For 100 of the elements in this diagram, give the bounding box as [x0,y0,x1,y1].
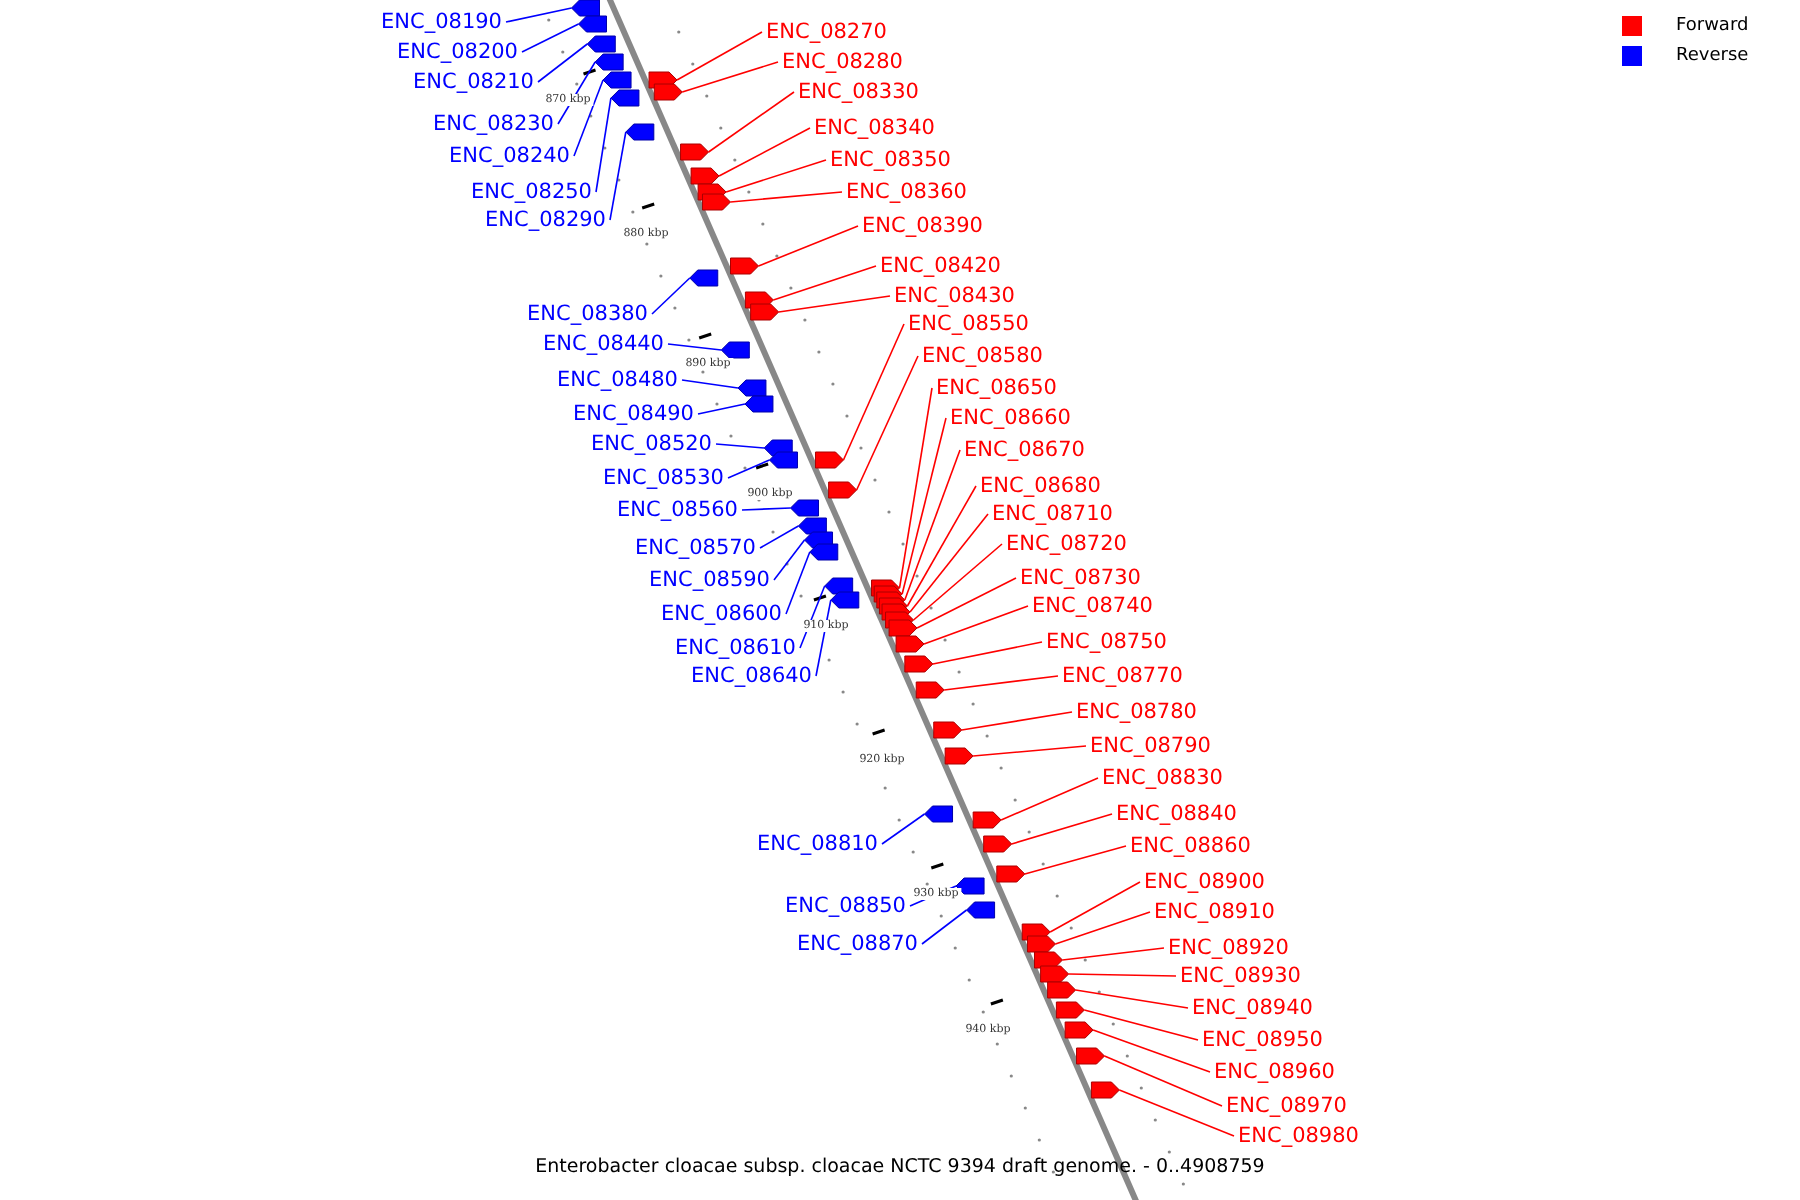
leader-line [741,507,792,511]
gene-feature-block [690,167,720,185]
leader-line [1067,973,1177,977]
leader-line [855,355,919,491]
gene-feature-block [1055,1001,1085,1019]
gene-label: ENC_08850 [785,894,906,918]
gene-label: ENC_08590 [649,568,770,592]
gene-feature-block [996,865,1026,883]
leader-line [772,265,877,301]
leader-line [651,277,691,315]
gene-feature-block [737,379,767,397]
gene-label: ENC_08560 [617,498,738,522]
gene-feature-block [610,89,640,107]
gene-feature-block [1034,951,1063,969]
gene-label: ENC_08430 [894,284,1015,308]
gene-label: ENC_08860 [1130,834,1251,858]
gene-feature-block [904,655,934,673]
gene-label: ENC_08490 [573,402,694,426]
gene-feature-block [594,53,624,71]
gene-feature-block [983,835,1013,853]
leader-line [667,343,723,351]
gene-label: ENC_08530 [603,466,724,490]
leader-line [1074,989,1189,1009]
leader-line [1083,1009,1199,1041]
gene-label: ENC_08640 [691,664,812,688]
leader-line [697,403,746,415]
leader-line [1103,1055,1223,1107]
gene-label: ENC_08350 [830,148,951,172]
leader-line [1049,881,1141,933]
gene-label: ENC_08710 [992,502,1113,526]
leader-line [1061,947,1165,961]
gene-label: ENC_08740 [1032,594,1153,618]
leader-line [676,31,763,81]
gene-label: ENC_08960 [1214,1060,1335,1084]
gene-feature-block [915,681,945,699]
leader-line [681,61,779,93]
gene-label: ENC_08910 [1154,900,1275,924]
leader-line [707,91,795,153]
gene-feature-block [1026,935,1056,953]
leader-line [729,191,843,203]
gene-label: ENC_08750 [1046,630,1167,654]
leader-line [609,131,627,221]
gene-label: ENC_08270 [766,20,887,44]
gene-feature-block [602,71,632,89]
gene-feature-block [933,721,963,739]
gene-label: ENC_08230 [433,112,554,136]
gene-label: ENC_08440 [543,332,664,356]
leader-line [718,127,811,177]
leader-line [725,159,827,193]
leader-line [715,443,765,449]
leader-line [573,79,604,157]
leader-line [505,7,573,23]
gene-feature-block [966,901,996,919]
gene-label: ENC_08520 [591,432,712,456]
leader-line [916,577,1017,629]
gene-feature-block [1064,1021,1094,1039]
gene-label: ENC_08920 [1168,936,1289,960]
leader-line [757,225,859,267]
leader-line [1054,911,1151,945]
gene-feature-block [744,395,774,413]
gene-feature-block [828,481,858,499]
gene-feature-block [720,341,750,359]
gene-feature-block [571,0,600,17]
gene-feature-block [790,499,819,517]
leader-line [727,459,771,479]
leader-line [1024,845,1127,875]
gene-label: ENC_08200 [397,40,518,64]
gene-label: ENC_08240 [449,144,570,168]
gene-feature-block [815,451,844,469]
leader-line [777,295,891,313]
gene-label: ENC_08290 [485,208,606,232]
gene-label: ENC_08250 [471,180,592,204]
gene-label: ENC_08930 [1180,964,1301,988]
gene-label: ENC_08480 [557,368,678,392]
leader-line [759,525,800,549]
legend-label: Forward [1676,14,1749,38]
gene-label: ENC_08840 [1116,802,1237,826]
gene-feature-block [689,269,719,287]
gene-label: ENC_08420 [880,254,1001,278]
gene-label: ENC_08770 [1062,664,1183,688]
gene-feature-block [797,517,827,535]
gene-label: ENC_08550 [908,312,1029,336]
leader-line [898,387,933,589]
leader-line [881,813,926,845]
gene-label: ENC_08660 [950,406,1071,430]
gene-label: ENC_08380 [527,302,648,326]
gene-feature-block [830,591,860,609]
gene-label: ENC_08340 [814,116,935,140]
gene-label: ENC_08720 [1006,532,1127,556]
leader-line [921,909,968,945]
gene-label: ENC_08330 [798,80,919,104]
gene-label: ENC_08980 [1238,1124,1359,1148]
gene-label: ENC_08870 [797,932,918,956]
gene-feature-block [824,577,854,595]
leader-line [972,745,1087,757]
gene-feature-block [1076,1047,1106,1065]
gene-label: ENC_08600 [661,602,782,626]
gene-label: ENC_08900 [1144,870,1265,894]
leader-line [960,711,1073,731]
gene-label: ENC_08210 [413,70,534,94]
